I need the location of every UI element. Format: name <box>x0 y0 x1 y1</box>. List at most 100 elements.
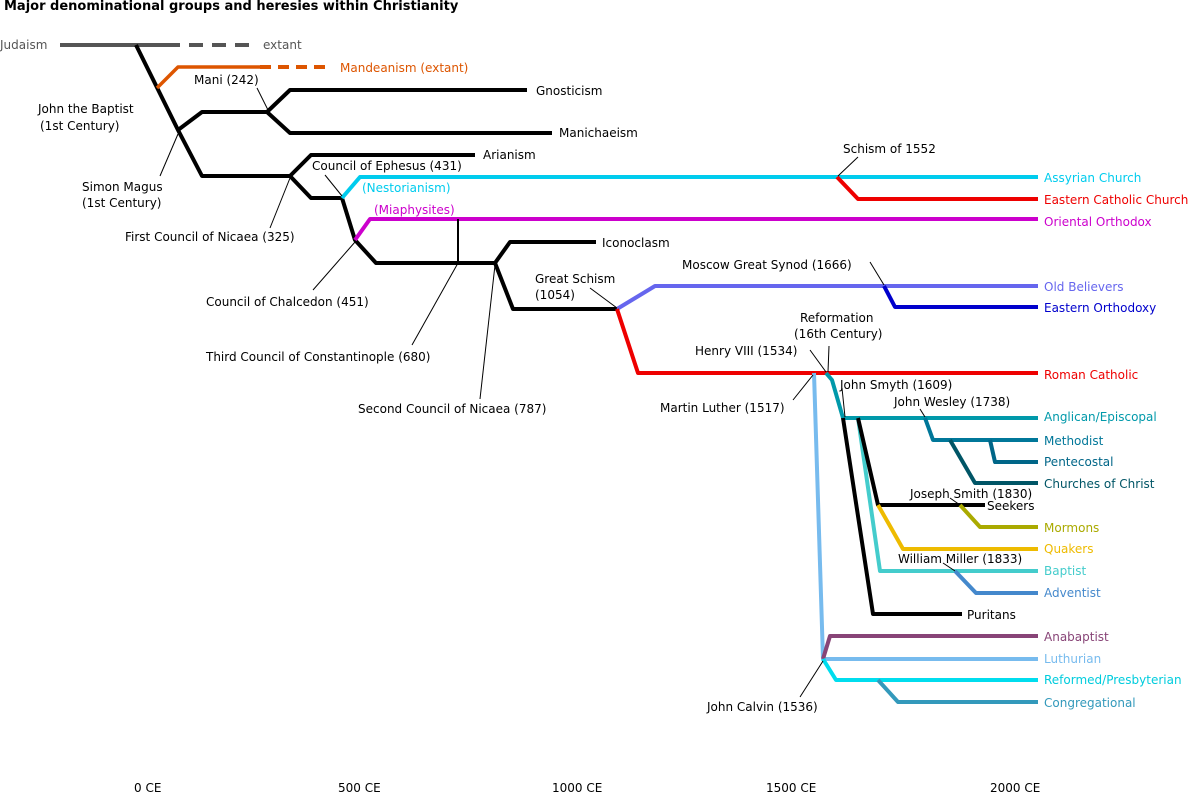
event-first-nicaea: First Council of Nicaea (325) <box>125 230 295 244</box>
event-john-baptist-century: (1st Century) <box>40 119 119 133</box>
label-adventist: Adventist <box>1044 586 1101 600</box>
label-iconoclasm: Iconoclasm <box>602 236 670 250</box>
schism-1552-leader <box>837 156 859 177</box>
old-believers-line <box>615 284 1038 311</box>
label-assyrian-church: Assyrian Church <box>1044 171 1141 185</box>
label-nestorianism: (Nestorianism) <box>362 181 451 195</box>
congregational-line <box>876 678 1038 704</box>
label-pentecostal: Pentecostal <box>1044 455 1113 469</box>
axis-tick-500ce: 500 CE <box>338 781 381 793</box>
adventist-line <box>953 569 1038 595</box>
anabaptist-line <box>821 634 1038 660</box>
henry-viii-leader <box>809 349 827 373</box>
manichaeism-line <box>265 110 552 135</box>
anglican-line <box>824 371 1038 420</box>
label-oriental-orthodox: Oriental Orthodox <box>1044 215 1152 229</box>
event-martin-luther: Martin Luther (1517) <box>660 401 785 415</box>
constantinople-leader <box>411 262 459 346</box>
label-puritans: Puritans <box>967 608 1016 622</box>
label-baptist: Baptist <box>1044 564 1086 578</box>
event-ephesus: Council of Ephesus (431) <box>312 159 462 173</box>
event-reformation-century: (16th Century) <box>794 327 882 341</box>
label-extant: extant <box>263 38 302 52</box>
event-simon-magus: Simon Magus <box>82 180 163 194</box>
pentecostal-line <box>988 439 1038 464</box>
event-john-smyth: John Smyth (1609) <box>839 378 952 392</box>
roman-catholic-line <box>615 308 1038 375</box>
label-arianism: Arianism <box>483 148 536 162</box>
mani-leader <box>256 87 269 111</box>
event-john-calvin: John Calvin (1536) <box>706 700 818 714</box>
event-henry-viii: Henry VIII (1534) <box>695 344 797 358</box>
event-william-miller: William Miller (1833) <box>898 552 1022 566</box>
reformed-line <box>821 657 1038 682</box>
puritans-line <box>841 417 962 616</box>
methodist-line <box>923 417 1038 442</box>
axis-tick-1000ce: 1000 CE <box>552 781 602 793</box>
label-roman-catholic: Roman Catholic <box>1044 368 1138 382</box>
event-joseph-smith: Joseph Smith (1830) <box>909 487 1032 501</box>
gnostic-branch-line <box>176 110 267 132</box>
john-wesley-leader <box>919 408 926 418</box>
label-eastern-catholic: Eastern Catholic Church <box>1044 193 1188 207</box>
event-third-constantinople: Third Council of Constantinople (680) <box>205 350 430 364</box>
john-smyth-leader <box>841 387 846 418</box>
event-reformation: Reformation <box>800 311 874 325</box>
mormons-line <box>958 503 1038 529</box>
event-john-wesley: John Wesley (1738) <box>893 395 1010 409</box>
chalcedon-leader <box>312 241 356 291</box>
label-mormons: Mormons <box>1044 521 1099 535</box>
quakers-line <box>876 504 1038 551</box>
pre-schism-line <box>493 262 617 311</box>
label-reformed: Reformed/Presbyterian <box>1044 673 1182 687</box>
william-miller-leader <box>942 562 956 572</box>
moscow-synod-leader <box>869 261 885 286</box>
john-calvin-leader <box>799 660 824 698</box>
label-judaism: Judaism <box>0 38 47 52</box>
nicene-trunk-line <box>288 174 495 265</box>
event-schism-1552: Schism of 1552 <box>843 142 936 156</box>
label-manichaeism: Manichaeism <box>559 126 638 140</box>
churches-of-christ-line <box>948 438 1038 485</box>
label-gnosticism: Gnosticism <box>536 84 602 98</box>
nicaea-leader <box>269 177 291 229</box>
assyrian-church-line <box>340 175 1038 200</box>
arianism-line <box>288 153 475 178</box>
oriental-orthodox-line <box>353 217 1038 242</box>
label-mandeanism: Mandeanism (extant) <box>340 61 468 75</box>
label-old-believers: Old Believers <box>1044 280 1124 294</box>
diagram-title: Major denominational groups and heresies… <box>4 0 459 14</box>
label-luthurian: Luthurian <box>1044 652 1101 666</box>
label-churches-of-christ: Churches of Christ <box>1044 477 1155 491</box>
gnosticism-line <box>265 88 527 114</box>
label-anglican: Anglican/Episcopal <box>1044 410 1157 424</box>
label-miaphysites: (Miaphysites) <box>374 203 455 217</box>
label-seekers: Seekers <box>987 499 1034 513</box>
event-chalcedon: Council of Chalcedon (451) <box>206 295 369 309</box>
simon-magus-leader <box>159 133 179 177</box>
axis-tick-0ce: 0 CE <box>134 781 161 793</box>
label-congregational: Congregational <box>1044 696 1136 710</box>
eastern-orthodoxy-line <box>882 285 1038 309</box>
label-quakers: Quakers <box>1044 542 1094 556</box>
nicaea-2-leader <box>479 264 496 400</box>
event-simon-magus-century: (1st Century) <box>82 196 161 210</box>
label-eastern-orthodoxy: Eastern Orthodoxy <box>1044 301 1156 315</box>
ephesus-leader <box>324 174 343 197</box>
event-mani: Mani (242) <box>194 73 259 87</box>
event-moscow-synod: Moscow Great Synod (1666) <box>682 258 852 272</box>
label-methodist: Methodist <box>1044 434 1104 448</box>
great-schism-leader <box>589 287 618 309</box>
reformation-leader <box>827 345 830 373</box>
iconoclasm-line <box>493 240 596 265</box>
martin-luther-leader <box>792 374 814 401</box>
event-great-schism-year: (1054) <box>535 288 575 302</box>
eastern-catholic-line <box>835 175 1038 201</box>
mandeanism-line <box>155 65 260 90</box>
event-john-baptist: John the Baptist <box>37 102 134 116</box>
event-second-nicaea: Second Council of Nicaea (787) <box>358 402 546 416</box>
axis-tick-1500ce: 1500 CE <box>766 781 816 793</box>
event-great-schism: Great Schism <box>535 272 615 286</box>
baptist-line <box>856 417 1038 573</box>
